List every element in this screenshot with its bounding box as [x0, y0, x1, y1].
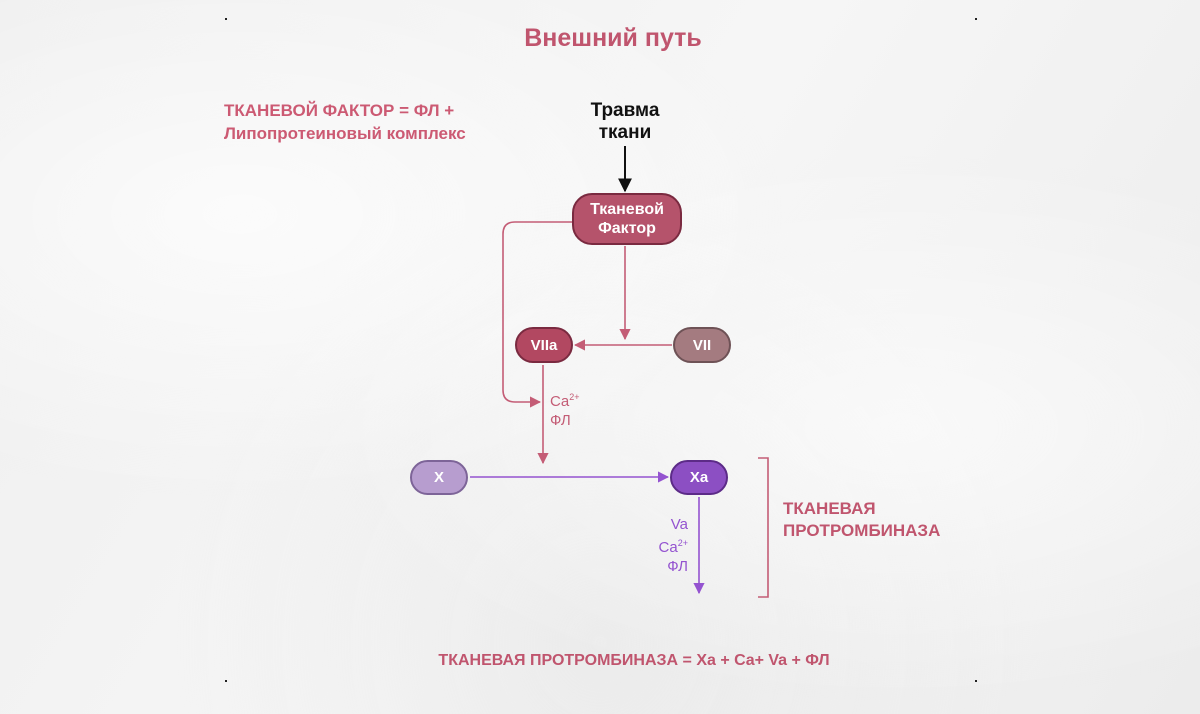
- prothrombinase-label-line1: ТКАНЕВАЯ: [783, 499, 876, 518]
- prothrombinase-label: ТКАНЕВАЯ ПРОТРОМБИНАЗА: [783, 498, 940, 542]
- tissue-factor-definition-line1: ТКАНЕВОЙ ФАКТОР = ФЛ +: [224, 101, 455, 120]
- node-tissue-factor-line2: Фактор: [598, 220, 656, 237]
- tissue-factor-definition-line2: Липопротеиновый комплекс: [224, 124, 466, 143]
- cofactor-xa-ca: Ca: [658, 539, 678, 556]
- cofactor-viia-ca: Ca: [550, 393, 570, 410]
- arrow-tissue-factor-loop: [502, 221, 572, 408]
- trauma-label-line2: ткани: [598, 122, 652, 143]
- node-tissue-factor-line1: Тканевой: [590, 201, 664, 218]
- trauma-label-line1: Травма: [590, 100, 660, 121]
- corner-dot-bottom-left: [225, 680, 227, 682]
- cofactor-viia-pl: ФЛ: [550, 412, 571, 429]
- cofactor-xa-pl: ФЛ: [667, 558, 688, 575]
- prothrombinase-bracket: [758, 457, 769, 598]
- cofactors-xa: Va Ca2+ ФЛ: [640, 515, 688, 576]
- node-viia: VIIa: [515, 327, 573, 363]
- trauma-label: Травма ткани: [560, 100, 690, 144]
- cofactor-viia-ca-charge: 2+: [569, 392, 580, 402]
- cofactor-xa-ca-charge: 2+: [677, 538, 688, 548]
- page-title: Внешний путь: [524, 24, 702, 52]
- node-xa: Xa: [670, 460, 728, 495]
- corner-dot-bottom-right: [975, 680, 977, 682]
- cofactors-viia: Ca2+ ФЛ: [550, 388, 579, 430]
- node-vii: VII: [673, 327, 731, 363]
- corner-dot-top-right: [975, 18, 977, 20]
- prothrombinase-formula: ТКАНЕВАЯ ПРОТРОМБИНАЗА = Xa + Ca+ Va + Ф…: [438, 652, 830, 669]
- corner-dot-top-left: [225, 18, 227, 20]
- tissue-factor-definition: ТКАНЕВОЙ ФАКТОР = ФЛ + Липопротеиновый к…: [224, 99, 466, 145]
- node-x: X: [410, 460, 468, 495]
- cofactor-xa-va: Va: [670, 516, 688, 533]
- prothrombinase-label-line2: ПРОТРОМБИНАЗА: [783, 521, 941, 540]
- node-tissue-factor: Тканевой Фактор: [572, 193, 682, 245]
